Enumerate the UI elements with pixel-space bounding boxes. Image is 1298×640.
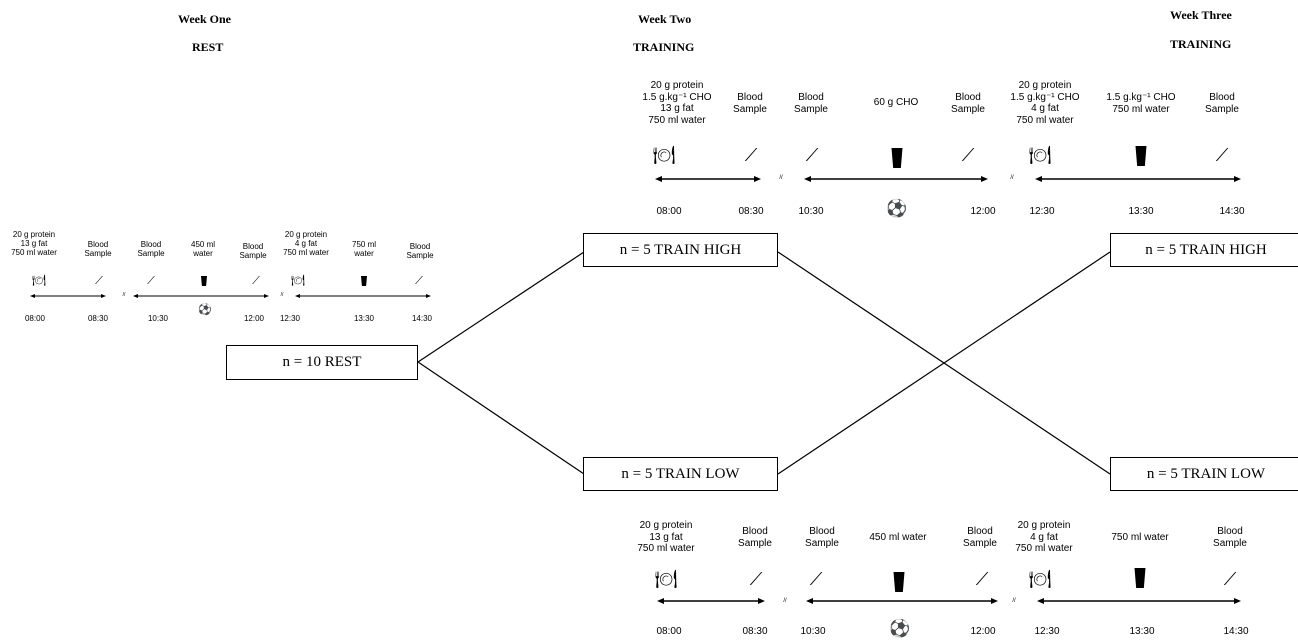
box-week2-train-high: n = 5 TRAIN HIGH <box>583 233 778 267</box>
high-time-1430: 14:30 <box>1219 206 1245 217</box>
break-mark-icon: // <box>1010 175 1014 181</box>
rest-label-meal2: 20 g protein 4 g fat 750 ml water <box>283 230 329 258</box>
rest-label-blood4: Blood Sample <box>406 242 434 261</box>
high-label-drink2: 1.5 g.kg⁻¹ CHO 750 ml water <box>1106 92 1176 115</box>
high-label-drink1: 60 g CHO <box>873 97 919 108</box>
low-label-blood2: Blood Sample <box>805 526 839 549</box>
drink-cup-icon <box>1135 146 1147 166</box>
high-time-1030: 10:30 <box>798 206 824 217</box>
meal-icon: 🍽 <box>654 569 678 589</box>
syringe-icon: ⟋ <box>961 145 975 165</box>
low-label-meal1: 20 g protein 13 g fat 750 ml water <box>637 520 695 554</box>
line-rest-to-low <box>417 361 585 475</box>
meal-icon: 🍽 <box>1028 145 1052 165</box>
rest-label-blood3: Blood Sample <box>239 242 267 261</box>
rest-time-0800: 08:00 <box>24 314 46 323</box>
meal-icon: 🍽 <box>32 275 46 287</box>
rest-label-drink1: 450 ml water <box>190 240 216 259</box>
week1-subtitle: REST <box>192 40 224 54</box>
box-week3-train-low: n = 5 TRAIN LOW <box>1110 457 1298 491</box>
low-label-meal2: 20 g protein 4 g fat 750 ml water <box>1015 520 1073 554</box>
break-mark-icon: // <box>1012 598 1016 604</box>
low-time-1030: 10:30 <box>800 626 826 637</box>
rest-time-1030: 10:30 <box>147 314 169 323</box>
high-time-0830: 08:30 <box>738 206 764 217</box>
low-label-blood3: Blood Sample <box>963 526 997 549</box>
low-label-blood4: Blood Sample <box>1213 526 1247 549</box>
high-label-meal2: 20 g protein 1.5 g.kg⁻¹ CHO 4 g fat 750 … <box>1010 80 1080 126</box>
week3-subtitle: TRAINING <box>1170 37 1232 51</box>
break-mark-icon: // <box>783 598 787 604</box>
high-time-1330: 13:30 <box>1128 206 1154 217</box>
rest-label-drink2: 750 ml water <box>351 240 377 259</box>
low-time-0800: 08:00 <box>656 626 682 637</box>
syringe-icon: ⟋ <box>805 145 819 165</box>
low-label-drink2: 750 ml water <box>1111 532 1169 543</box>
high-label-blood4: Blood Sample <box>1205 92 1239 115</box>
syringe-icon: ⟋ <box>744 145 758 165</box>
rest-time-1200: 12:00 <box>243 314 265 323</box>
break-mark-icon: // <box>122 292 126 298</box>
break-mark-icon: // <box>280 292 284 298</box>
syringe-icon: ⟋ <box>809 569 823 589</box>
week1-title: Week One <box>178 12 231 26</box>
meal-icon: 🍽 <box>291 275 305 287</box>
football-icon: ⚽ <box>886 199 908 218</box>
box-week3-train-high: n = 5 TRAIN HIGH <box>1110 233 1298 267</box>
syringe-icon: ⟋ <box>1215 145 1229 165</box>
week2-subtitle: TRAINING <box>633 40 695 54</box>
rest-label-blood2: Blood Sample <box>137 240 165 259</box>
high-label-blood1: Blood Sample <box>733 92 767 115</box>
high-label-blood3: Blood Sample <box>951 92 985 115</box>
football-icon: ⚽ <box>198 304 212 316</box>
rest-label-meal1: 20 g protein 13 g fat 750 ml water <box>11 230 57 258</box>
football-icon: ⚽ <box>889 619 911 638</box>
rest-label-blood1: Blood Sample <box>84 240 112 259</box>
high-label-meal1: 20 g protein 1.5 g.kg⁻¹ CHO 13 g fat 750… <box>642 80 712 126</box>
rest-time-1330: 13:30 <box>353 314 375 323</box>
syringe-icon: ⟋ <box>749 569 763 589</box>
drink-cup-icon <box>1134 568 1146 588</box>
drink-cup-icon <box>891 148 903 168</box>
syringe-icon: ⟋ <box>415 275 423 287</box>
low-time-1200: 12:00 <box>970 626 996 637</box>
rest-time-1230: 12:30 <box>279 314 301 323</box>
low-time-1430: 14:30 <box>1223 626 1249 637</box>
drink-cup-icon <box>361 276 367 286</box>
week3-title: Week Three <box>1170 8 1232 22</box>
low-label-blood1: Blood Sample <box>738 526 772 549</box>
low-time-1330: 13:30 <box>1129 626 1155 637</box>
break-mark-icon: // <box>779 175 783 181</box>
rest-time-0830: 08:30 <box>87 314 109 323</box>
high-time-1230: 12:30 <box>1029 206 1055 217</box>
drink-cup-icon <box>201 276 207 286</box>
line-rest-to-high <box>417 251 585 363</box>
low-time-0830: 08:30 <box>742 626 768 637</box>
syringe-icon: ⟋ <box>95 275 103 287</box>
syringe-icon: ⟋ <box>975 569 989 589</box>
syringe-icon: ⟋ <box>252 275 260 287</box>
rest-time-1430: 14:30 <box>411 314 433 323</box>
drink-cup-icon <box>893 572 905 592</box>
syringe-icon: ⟋ <box>1223 569 1237 589</box>
low-label-drink1: 450 ml water <box>869 532 927 543</box>
high-label-blood2: Blood Sample <box>794 92 828 115</box>
box-rest: n = 10 REST <box>226 345 418 380</box>
high-time-0800: 08:00 <box>656 206 682 217</box>
week2-title: Week Two <box>638 12 692 26</box>
low-time-1230: 12:30 <box>1034 626 1060 637</box>
box-week2-train-low: n = 5 TRAIN LOW <box>583 457 778 491</box>
meal-icon: 🍽 <box>1028 569 1052 589</box>
syringe-icon: ⟋ <box>147 275 155 287</box>
high-time-1200: 12:00 <box>970 206 996 217</box>
line-low-to-high <box>777 251 1111 475</box>
meal-icon: 🍽 <box>652 145 676 165</box>
